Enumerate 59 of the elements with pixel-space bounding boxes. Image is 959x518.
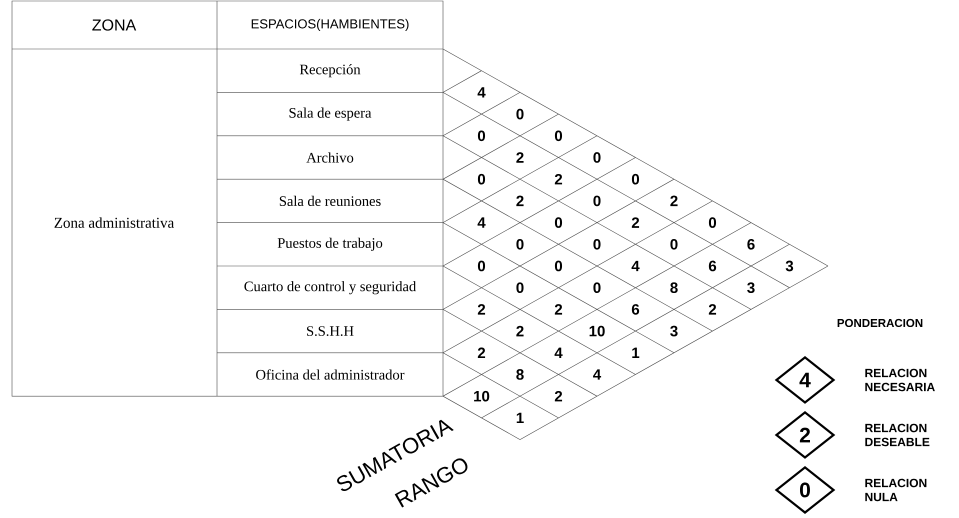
column-header: ZONA [92,19,136,31]
space-name: Sala de espera [290,108,372,121]
matrix-value: 0 [478,260,486,272]
zone-name: Zona administrativa [54,217,174,228]
legend-text: RELACION DESEABLE [865,424,930,446]
matrix-value: 0 [670,238,678,250]
matrix-value: 0 [554,217,562,228]
matrix-value: 4 [593,369,602,380]
matrix-value: 2 [708,304,716,315]
column-header: ESPACIOS(HAMBIENTES) [252,18,409,32]
matrix-value: 2 [516,152,524,163]
matrix-value: 2 [632,217,640,228]
space-name: Archivo [306,152,354,163]
matrix-value: 2 [478,304,486,315]
matrix-value: 6 [747,238,755,250]
space-name: Sala de reuniones [280,196,381,206]
matrix-value: 0 [593,282,601,293]
matrix-value: 2 [554,304,562,315]
space-name: Recepción [300,64,360,78]
matrix-value: 0 [632,174,640,184]
matrix-value: 0 [554,260,562,272]
matrix-value: 0 [708,217,716,228]
matrix-value: 4 [632,260,640,272]
matrix-value: 2 [670,196,678,206]
legend-text: RELACION NULA [865,478,926,502]
matrix-value: 0 [593,152,601,163]
space-name: Cuarto de control y seguridad [244,281,416,294]
matrix-value: 0 [593,196,601,206]
matrix-value: 10 [474,390,490,402]
matrix-value: 4 [478,87,486,98]
matrix-value: 2 [554,390,562,402]
matrix-value: 1 [516,412,524,424]
space-name: Oficina del administrador [256,369,404,380]
matrix-value: 0 [516,282,524,293]
matrix-value: 2 [516,326,524,336]
matrix-value: 8 [516,369,524,380]
matrix-value: 6 [632,304,640,315]
matrix-value: 6 [708,260,716,272]
matrix-value: 3 [747,282,755,294]
matrix-value: 0 [478,174,486,184]
matrix-value: 0 [554,130,562,142]
matrix-value: 0 [478,130,486,142]
matrix-value: 0 [516,108,524,120]
matrix-value: 4 [478,217,486,228]
matrix-value: 3 [670,326,678,336]
matrix-value: 1 [632,348,640,358]
matrix-value: 2 [516,196,524,206]
legend-text: RELACION NECESARIA [865,368,935,392]
matrix-value: 0 [593,238,601,250]
matrix-value: 8 [670,282,678,293]
legend-title: PONDERACION [838,318,922,328]
matrix-value: 3 [786,260,794,272]
matrix-value: 4 [554,348,563,358]
space-name: Puestos de trabajo [278,238,382,251]
space-name: S.S.H.H [307,326,354,336]
matrix-value: 2 [478,348,486,358]
matrix-value: 0 [516,238,524,250]
matrix-value: 2 [554,174,562,184]
matrix-value: 10 [590,326,605,336]
